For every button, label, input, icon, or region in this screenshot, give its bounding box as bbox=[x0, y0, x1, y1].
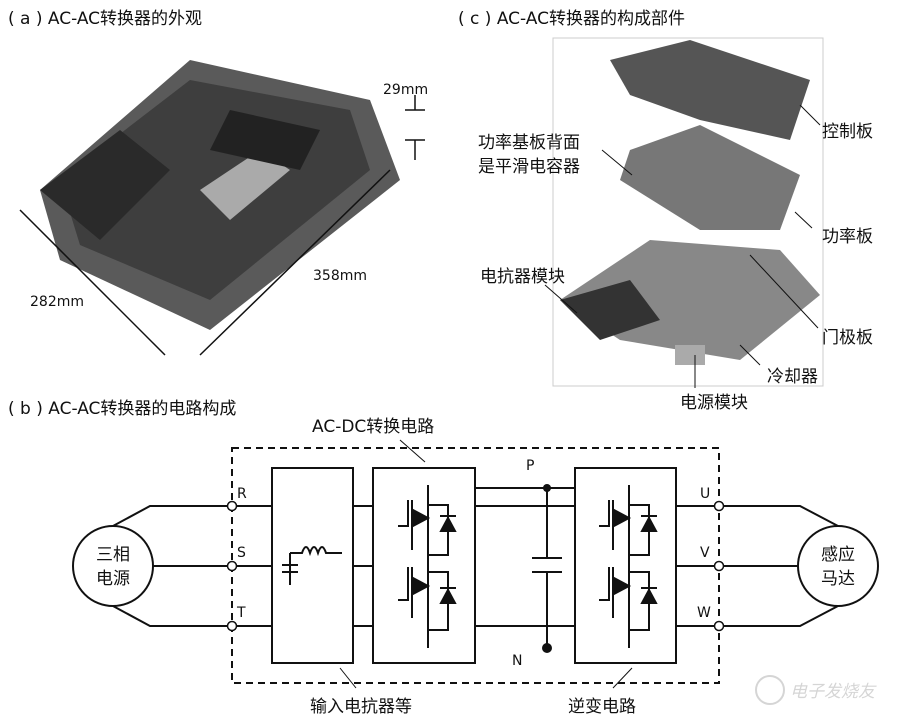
dim-width: 282mm bbox=[30, 294, 84, 310]
acdc-arrow bbox=[399, 439, 426, 463]
label-cooler: 冷却器 bbox=[767, 367, 818, 387]
motor-line2: 马达 bbox=[821, 569, 855, 589]
exploded-photo-frame bbox=[552, 37, 824, 387]
dim-height: 29mm bbox=[383, 82, 428, 98]
terminal-w: W bbox=[697, 605, 711, 621]
svg-text:电子发烧友: 电子发烧友 bbox=[790, 682, 877, 702]
igbt-switches-rectifier bbox=[398, 485, 457, 648]
source-line1: 三相 bbox=[96, 545, 130, 565]
terminal-r: R bbox=[237, 486, 247, 502]
inverter-block bbox=[574, 467, 677, 664]
bus-p-label: P bbox=[526, 458, 534, 474]
reactor-arrow bbox=[339, 667, 357, 689]
inverter-label: 逆变电路 bbox=[568, 697, 636, 717]
circuit-wires bbox=[112, 487, 839, 648]
watermark-logo: 电子发烧友 bbox=[755, 675, 877, 705]
terminal-u: U bbox=[700, 486, 710, 502]
igbt-switches-inverter bbox=[599, 485, 658, 648]
dim-length: 358mm bbox=[313, 268, 367, 284]
node-n bbox=[542, 643, 552, 653]
label-gate-board: 门极板 bbox=[822, 328, 873, 348]
inductor-symbol bbox=[282, 546, 342, 585]
bus-n-label: N bbox=[512, 653, 522, 669]
node-p bbox=[543, 484, 551, 492]
terminal-v: V bbox=[700, 545, 710, 561]
converter-photo bbox=[40, 60, 400, 330]
leader-lines bbox=[544, 104, 821, 388]
panel-c-title: ( c ) AC-AC转换器的构成部件 bbox=[458, 9, 685, 29]
acdc-label: AC-DC转换电路 bbox=[312, 417, 434, 437]
label-capacitor-1: 功率基板背面 bbox=[478, 133, 580, 153]
terminal-s: S bbox=[237, 545, 246, 561]
panel-a-title: ( a ) AC-AC转换器的外观 bbox=[8, 9, 202, 29]
label-reactor-module: 电抗器模块 bbox=[480, 267, 565, 287]
dimension-lines bbox=[19, 95, 425, 356]
panel-b-title: ( b ) AC-AC转换器的电路构成 bbox=[8, 399, 236, 419]
source-line2: 电源 bbox=[96, 569, 130, 589]
inverter-arrow bbox=[612, 667, 633, 689]
terminal-t: T bbox=[236, 605, 246, 621]
rectifier-block bbox=[372, 467, 476, 664]
input-reactor-label: 输入电抗器等 bbox=[310, 697, 412, 717]
label-control-board: 控制板 bbox=[822, 122, 873, 142]
motor-line1: 感应 bbox=[821, 545, 855, 565]
label-power-module: 电源模块 bbox=[680, 393, 748, 413]
induction-motor bbox=[797, 525, 879, 607]
three-phase-source bbox=[72, 525, 154, 607]
terminal-circles bbox=[226, 500, 725, 632]
label-capacitor-2: 是平滑电容器 bbox=[478, 157, 580, 177]
exploded-photo bbox=[560, 40, 820, 365]
label-power-board: 功率板 bbox=[822, 227, 873, 247]
